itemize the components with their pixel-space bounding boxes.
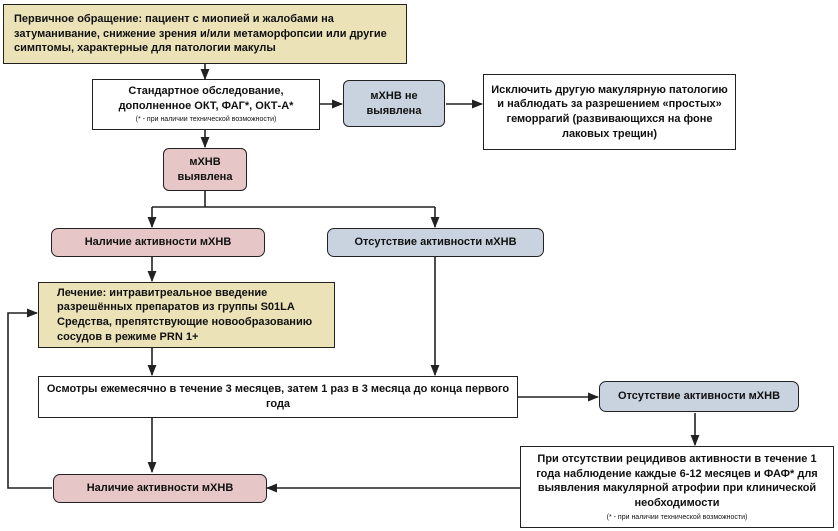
not-detected-text: мХНВ не выявлена xyxy=(366,89,422,117)
activity-present-box: Наличие активности мХНВ xyxy=(51,228,265,257)
activity-present-2-box: Наличие активности мХНВ xyxy=(53,474,267,503)
activity-present-2-text: Наличие активности мХНВ xyxy=(86,482,234,495)
not-detected-box: мХНВ не выявлена xyxy=(343,80,445,127)
followup-note: (* - при наличии технической возможности… xyxy=(606,513,748,521)
activity-absent-2-text: Отсутствие активности мХНВ xyxy=(617,390,781,403)
detected-box: мХНВ выявлена xyxy=(163,148,247,191)
standard-exam-note: (* - при наличии технической возможности… xyxy=(135,116,277,124)
monitoring-box: Осмотры ежемесячно в течение 3 месяцев, … xyxy=(38,376,518,418)
activity-absent-text: Отсутствие активности мХНВ xyxy=(354,236,517,249)
activity-present-text: Наличие активности мХНВ xyxy=(84,236,232,249)
treatment-text: Лечение: интравитреальное введение разре… xyxy=(57,286,313,343)
treatment-box: Лечение: интравитреальное введение разре… xyxy=(38,282,335,348)
followup-box: При отсутствии рецидивов активности в те… xyxy=(520,446,834,528)
activity-absent-2-box: Отсутствие активности мХНВ xyxy=(599,381,799,412)
monitoring-text: Осмотры ежемесячно в течение 3 месяцев, … xyxy=(46,383,510,410)
standard-exam-text: Стандартное обследование, дополненное ОК… xyxy=(118,85,294,112)
exclude-other-text: Исключить другую макулярную патологию и … xyxy=(491,83,728,140)
initial-visit-text: Первичное обращение: пациент с миопией и… xyxy=(14,13,387,55)
activity-absent-box: Отсутствие активности мХНВ xyxy=(327,228,544,257)
initial-visit-box: Первичное обращение: пациент с миопией и… xyxy=(3,4,407,64)
arrow-loop-to-treatment xyxy=(7,308,52,489)
standard-exam-box: Стандартное обследование, дополненное ОК… xyxy=(92,79,320,130)
exclude-other-box: Исключить другую макулярную патологию и … xyxy=(483,74,736,150)
followup-text: При отсутствии рецидивов активности в те… xyxy=(536,453,818,509)
detected-text: мХНВ выявлена xyxy=(177,155,233,183)
